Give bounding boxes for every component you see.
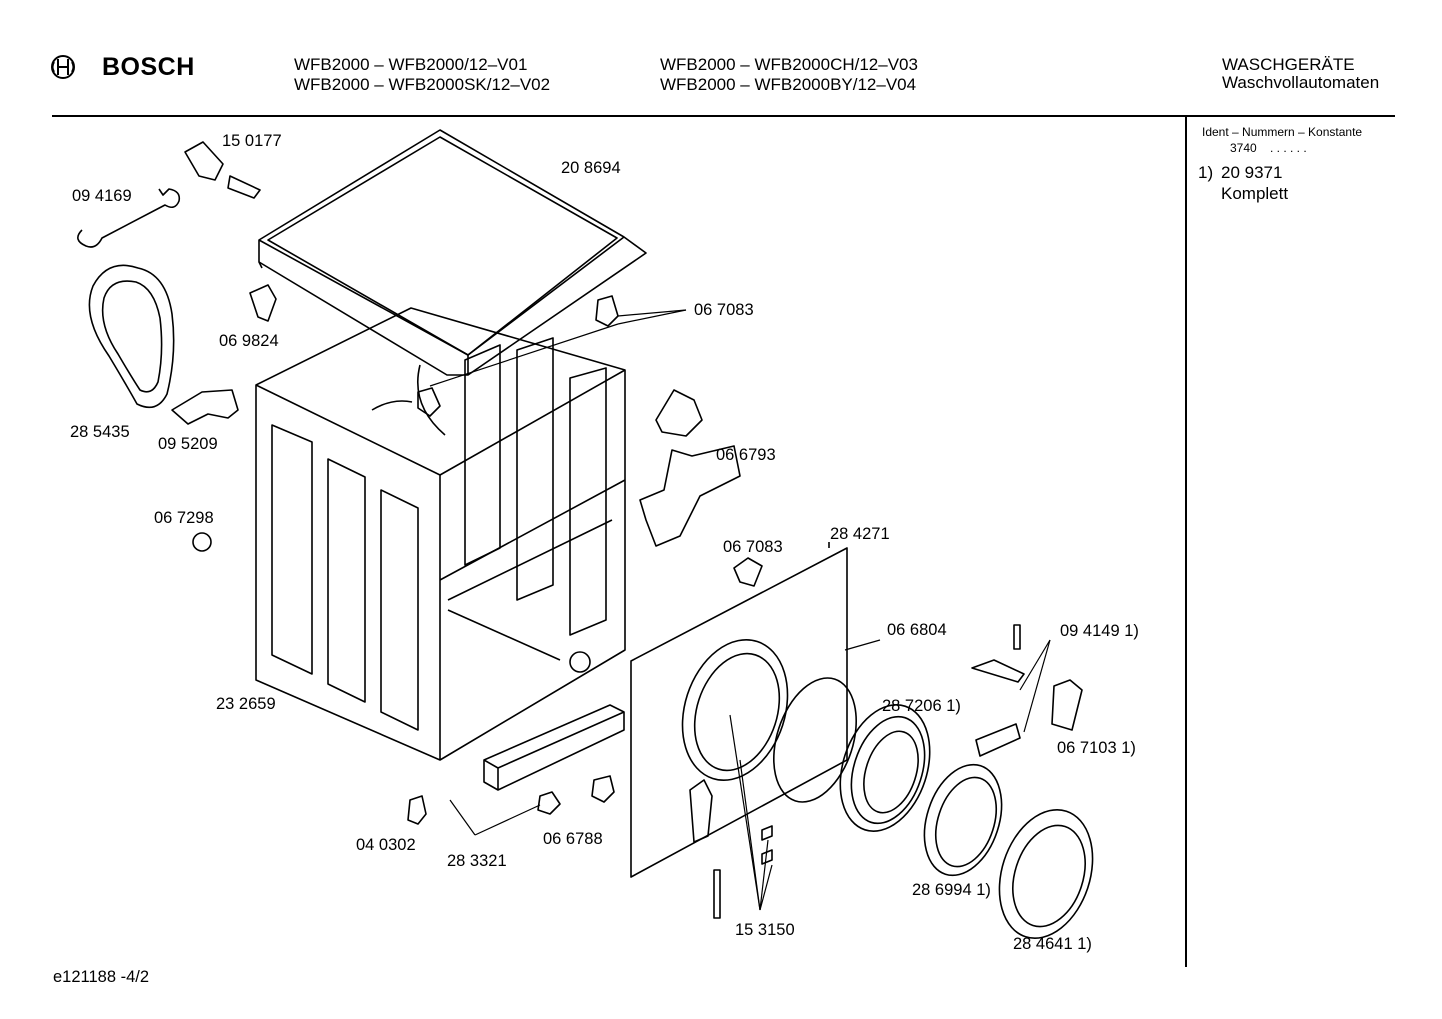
part-label: 20 8694	[561, 159, 621, 177]
bosch-logo-icon	[51, 55, 75, 79]
hinge-plate-part	[1051, 679, 1083, 731]
knob-part	[192, 532, 212, 552]
slot-part	[761, 825, 773, 865]
part-label: 28 7206 1)	[882, 697, 961, 715]
model-line-3: WFB2000 – WFB2000CH/12–V03	[660, 55, 918, 74]
detergent-bracket-part	[171, 389, 239, 425]
part-label: 28 4641 1)	[1013, 935, 1092, 953]
drain-pump-filter-part	[184, 141, 261, 199]
clip-part	[595, 295, 619, 327]
part-label: 15 3150	[735, 921, 795, 939]
plug-part	[591, 775, 615, 803]
seal-wire-part	[773, 677, 857, 803]
const-dots: . . . . . .	[1270, 141, 1307, 155]
front-panel-part	[630, 542, 848, 878]
top-cover-part	[258, 129, 647, 376]
spring-part	[975, 723, 1021, 757]
part-label: 06 7103 1)	[1057, 739, 1136, 757]
model-line-1: WFB2000 – WFB2000/12–V01	[294, 55, 528, 74]
door-lock-part	[639, 445, 741, 547]
base-strip-part	[483, 704, 625, 791]
category-subtitle: Waschvollautomaten	[1222, 73, 1380, 92]
model-line-2: WFB2000 – WFB2000SK/12–V02	[294, 75, 551, 94]
brand-name: BOSCH	[102, 53, 195, 81]
part-label: 28 5435	[70, 423, 130, 441]
part-label: 06 6793	[716, 446, 776, 464]
door-glass-part	[923, 763, 1003, 877]
category-title: WASCHGERÄTE	[1222, 55, 1355, 74]
model-line-4: WFB2000 – WFB2000BY/12–V04	[660, 75, 917, 94]
part-label: 04 0302	[356, 836, 416, 854]
foot-part	[407, 795, 427, 825]
door-frame-part	[839, 704, 931, 832]
belt-part	[88, 264, 175, 409]
hinge-clip-part	[249, 284, 277, 322]
part-label: 06 6804	[887, 621, 947, 639]
note-number: 20 9371	[1221, 163, 1283, 182]
lever-part	[971, 659, 1025, 683]
cabinet-body-part	[255, 307, 626, 761]
part-label: 06 6788	[543, 830, 603, 848]
part-label: 06 7298	[154, 509, 214, 527]
part-label: 28 6994 1)	[912, 881, 991, 899]
door-ring-part	[998, 808, 1094, 940]
leader-lines	[429, 309, 1051, 911]
spanner-part	[77, 188, 181, 248]
note-index: 1)	[1198, 163, 1214, 182]
drawing-id: e121188 -4/2	[53, 968, 150, 986]
part-label: 15 0177	[222, 132, 282, 150]
part-label: 28 3321	[447, 852, 507, 870]
door-pin-part	[713, 869, 721, 919]
note-text: Komplett	[1221, 184, 1289, 203]
clip-part-2	[417, 387, 441, 417]
switch-part	[655, 389, 703, 437]
sidebar-title: Ident – Nummern – Konstante	[1202, 125, 1363, 139]
part-label: 09 4169	[72, 187, 132, 205]
part-label: 28 4271	[830, 525, 890, 543]
hinge-part	[689, 779, 713, 843]
part-label: 06 9824	[219, 332, 279, 350]
pin-part	[1013, 624, 1021, 650]
part-label: 09 5209	[158, 435, 218, 453]
part-label: 06 7083	[723, 538, 783, 556]
clip-part-3	[733, 557, 763, 587]
part-label: 06 7083	[694, 301, 754, 319]
cap-part	[537, 791, 561, 815]
part-label: 23 2659	[216, 695, 276, 713]
part-label: 09 4149 1)	[1060, 622, 1139, 640]
const-value: 3740	[1230, 141, 1257, 155]
